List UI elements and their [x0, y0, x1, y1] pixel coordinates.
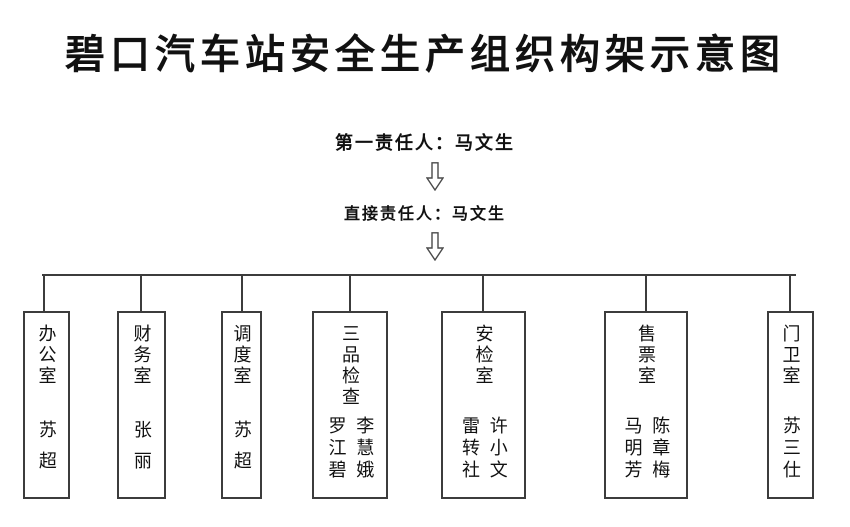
member-list: 苏三仕	[773, 416, 808, 482]
dept-box-dispatch: 调度室 苏超	[221, 311, 262, 499]
dept-name: 办公室	[36, 324, 57, 387]
member-name: 苏超	[231, 420, 252, 482]
member-name: 马明芳	[622, 416, 643, 482]
connector-drop-line	[349, 275, 351, 311]
first-responsible-label: 第一责任人：马文生	[335, 133, 515, 153]
member-list: 许小文 雷转社	[452, 416, 514, 482]
member-name: 苏三仕	[780, 416, 801, 482]
member-list: 苏超	[29, 420, 64, 482]
dept-name: 安检室	[473, 324, 494, 387]
down-arrow-icon	[425, 162, 445, 192]
direct-responsible-label: 直接责任人：马文生	[343, 206, 506, 223]
connector-drop-line	[482, 275, 484, 311]
member-list: 张丽	[124, 420, 159, 482]
connector-drop-line	[645, 275, 647, 311]
member-list: 陈章梅 马明芳	[615, 416, 677, 482]
member-name: 苏超	[36, 420, 57, 482]
dept-box-three-item-inspection: 三品检查 李慧娥 罗江碧	[312, 311, 388, 499]
connector-horizontal-line	[42, 274, 796, 276]
connector-drop-line	[789, 275, 791, 311]
member-name: 雷转社	[460, 416, 480, 482]
page-title: 碧口汽车站安全生产组织构架示意图	[65, 32, 785, 77]
connector-drop-line	[140, 275, 142, 311]
dept-box-ticket-office: 售票室 陈章梅 马明芳	[604, 311, 688, 499]
dept-name: 调度室	[231, 324, 252, 387]
member-name: 李慧娥	[354, 416, 375, 482]
member-name: 陈章梅	[650, 416, 671, 482]
member-name: 张丽	[131, 420, 152, 482]
member-name: 罗江碧	[326, 416, 347, 482]
down-arrow-icon	[425, 232, 445, 262]
connector-drop-line	[241, 275, 243, 311]
member-list: 苏超	[224, 420, 259, 482]
connector-drop-line	[43, 275, 45, 311]
member-name: 许小文	[487, 416, 508, 482]
dept-box-security-check: 安检室 许小文 雷转社	[441, 311, 526, 499]
dept-name: 财务室	[131, 324, 152, 387]
dept-name: 门卫室	[780, 324, 801, 387]
dept-box-office: 办公室 苏超	[23, 311, 70, 499]
member-list: 李慧娥 罗江碧	[319, 416, 381, 482]
dept-name: 三品检查	[340, 324, 360, 408]
dept-name: 售票室	[636, 324, 656, 387]
dept-box-finance: 财务室 张丽	[117, 311, 166, 499]
dept-box-gate-guard: 门卫室 苏三仕	[767, 311, 814, 499]
